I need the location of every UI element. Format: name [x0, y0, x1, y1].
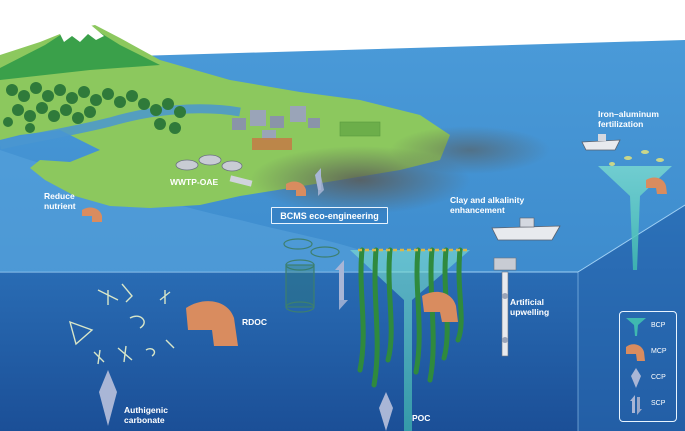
label-clay-line2: enhancement: [450, 204, 505, 215]
ocean-cross-section: [0, 205, 685, 431]
label-upwelling: Artificial upwelling: [510, 297, 550, 318]
label-authigenic-line1: Authigenic: [124, 405, 168, 415]
wwtp-plant: [175, 154, 253, 187]
scp-arrow-center: [335, 260, 348, 310]
kelp-forest: [357, 247, 464, 388]
legend-row-ccp: CCP: [620, 366, 678, 390]
label-iron: Iron–aluminum fertilization: [598, 109, 659, 130]
phytoplankton-group: [68, 283, 175, 365]
label-reduce-line2: nutrient: [44, 200, 76, 211]
label-wwtp: WWTP-OAE: [170, 177, 219, 187]
river: [0, 104, 241, 150]
legend-label-bcp: BCP: [651, 322, 666, 329]
sediment-plume-far: [390, 126, 550, 174]
ccp-arrow-poc: [379, 392, 393, 431]
surface-edge-right: [577, 204, 685, 273]
label-authigenic-line2: carbonate: [124, 414, 165, 425]
legend: BCP MCP CCP SCP: [619, 311, 677, 422]
scp-arrow-top: [315, 168, 324, 196]
ccp-arrow-authigenic: [99, 370, 117, 426]
legend-row-bcp: BCP: [620, 314, 678, 338]
legend-label-mcp: MCP: [651, 348, 667, 355]
title-bcms: BCMS eco-engineering: [271, 207, 388, 224]
iron-ship: [581, 134, 621, 151]
kelp-funnel: [350, 250, 470, 431]
mcp-icon-rdoc: [186, 301, 238, 346]
surface-plankton: [609, 150, 664, 166]
label-rdoc: RDOC: [242, 317, 268, 327]
label-upwelling-line1: Artificial: [510, 297, 545, 307]
snow-cap: [60, 20, 104, 42]
legend-label-scp: SCP: [651, 400, 666, 407]
town-buildings: [232, 106, 381, 150]
label-iron-line1: Iron–aluminum: [598, 109, 659, 119]
label-upwelling-line2: upwelling: [510, 306, 550, 317]
net-cages: [283, 238, 340, 313]
mcp-icon-reduce: [82, 207, 102, 222]
label-poc: POC: [412, 413, 431, 423]
label-reduce-nutrient: Reduce nutrient: [44, 191, 76, 212]
label-iron-line2: fertilization: [598, 118, 644, 129]
mcp-icon-iron: [646, 177, 667, 194]
legend-row-scp: SCP: [620, 392, 678, 416]
label-clay: Clay and alkalinity enhancement: [450, 195, 525, 216]
label-reduce-line1: Reduce: [44, 191, 75, 201]
label-authigenic: Authigenic carbonate: [124, 405, 168, 426]
clay-ship: [491, 217, 561, 241]
label-clay-line1: Clay and alkalinity: [450, 195, 525, 205]
pipe-icon: [626, 344, 645, 361]
forest: [3, 82, 186, 134]
double-arrow-icon: [630, 395, 642, 415]
mountain: [0, 22, 160, 80]
mcp-icon-wwtp: [286, 181, 306, 196]
legend-label-ccp: CCP: [651, 374, 666, 381]
upwelling-pipe: [493, 257, 517, 357]
funnel-icon: [626, 318, 646, 336]
legend-row-mcp: MCP: [620, 340, 678, 364]
mcp-icon-kelp: [422, 291, 458, 322]
diamond-arrow-icon: [631, 368, 641, 388]
iron-funnel: [598, 166, 672, 270]
